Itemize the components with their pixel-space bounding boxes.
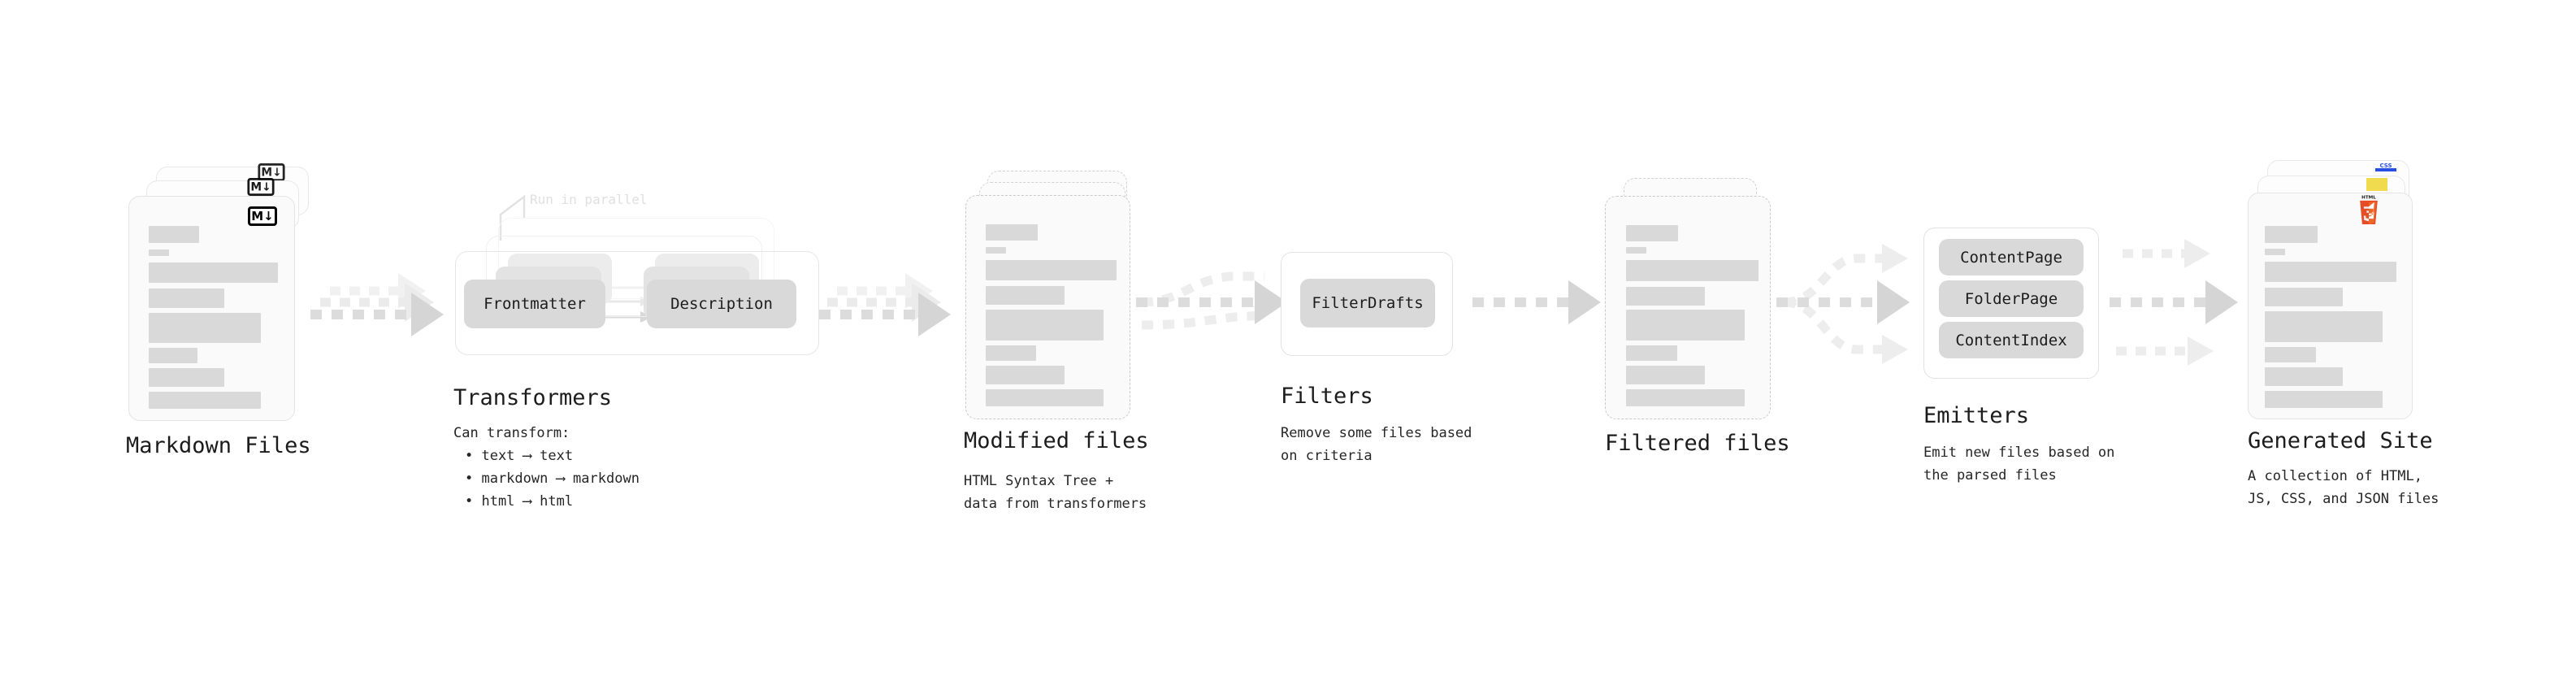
- transformers-ghost-box-2: [486, 236, 762, 317]
- filters-subtitle-line1: Remove some files based: [1281, 425, 1472, 441]
- run-in-parallel-label: Run in parallel: [530, 192, 648, 207]
- generated-site-subtitle-line2: JS, CSS, and JSON files: [2248, 491, 2439, 507]
- doc-bar: [1626, 389, 1745, 406]
- doc-bar: [986, 310, 1104, 340]
- generated-site-subtitle-line1: A collection of HTML,: [2248, 468, 2422, 484]
- doc-bar: [2265, 311, 2383, 342]
- doc-bar: [149, 368, 224, 387]
- doc-bar: [1626, 310, 1745, 340]
- emitters-subtitle-line1: Emit new files based on: [1923, 445, 2115, 461]
- doc-bar: [1626, 345, 1677, 361]
- doc-bar: [986, 224, 1038, 241]
- doc-bar: [149, 313, 261, 343]
- doc-bar: [2265, 391, 2383, 408]
- filters-subtitle-line2: on criteria: [1281, 448, 1373, 464]
- doc-bar: [149, 348, 197, 363]
- emitter-chip-contentpage[interactable]: ContentPage: [1939, 239, 2084, 275]
- emitter-chip-contentindex[interactable]: ContentIndex: [1939, 322, 2084, 358]
- transformers-bullet-2: • markdown ⟶ markdown: [465, 471, 640, 487]
- doc-bar: [986, 345, 1036, 361]
- arrow-transformers-to-modified: [819, 273, 951, 336]
- arrow-markdown-to-transformers: [310, 273, 444, 336]
- markdown-document-card: [128, 196, 295, 421]
- doc-bar: [1626, 225, 1678, 241]
- doc-bar: [2265, 367, 2343, 386]
- filtered-document-card: [1605, 196, 1771, 419]
- doc-bar: [149, 226, 199, 243]
- doc-bar: [986, 260, 1117, 280]
- modified-files-subtitle-line1: HTML Syntax Tree +: [964, 473, 1114, 489]
- doc-bar: [1626, 287, 1705, 306]
- transformers-subtitle: Can transform:: [453, 425, 570, 441]
- doc-bar: [1626, 260, 1759, 281]
- stage-title-markdown-files: Markdown Files: [126, 433, 311, 458]
- doc-bar: [1626, 247, 1646, 254]
- emitters-subtitle-line2: the parsed files: [1923, 467, 2057, 484]
- doc-bar: [149, 392, 261, 409]
- stage-title-emitters: Emitters: [1923, 403, 2030, 428]
- html5-icon: HTML: [2360, 196, 2378, 224]
- arrow-filters-to-filtered: [1472, 280, 1601, 324]
- modified-files-subtitle-line2: data from transformers: [964, 496, 1147, 512]
- stage-title-transformers: Transformers: [453, 385, 613, 410]
- filter-chip-filterdrafts[interactable]: FilterDrafts: [1300, 279, 1435, 327]
- transformers-ghost-box-1: [498, 218, 774, 299]
- doc-bar: [2265, 262, 2396, 282]
- transformer-chip-description[interactable]: Description: [647, 280, 796, 328]
- doc-bar: [149, 249, 169, 256]
- doc-bar: [149, 262, 278, 283]
- doc-bar: [986, 247, 1006, 254]
- site-document-card: [2248, 193, 2413, 419]
- doc-bar: [2265, 249, 2285, 255]
- doc-bar: [986, 286, 1065, 305]
- doc-bar: [2265, 226, 2318, 243]
- doc-bar: [2265, 288, 2343, 306]
- stage-title-modified-files: Modified files: [964, 428, 1149, 453]
- markdown-icon: M↓: [247, 177, 275, 197]
- arrow-emitters-to-site: [2110, 239, 2238, 366]
- stage-title-filtered-files: Filtered files: [1605, 431, 1790, 456]
- doc-bar: [986, 389, 1104, 406]
- javascript-icon: [2366, 178, 2387, 191]
- transformer-chip-frontmatter[interactable]: Frontmatter: [464, 280, 605, 328]
- transformers-bullet-3: • html ⟶ html: [465, 493, 574, 510]
- modified-document-card: [965, 195, 1130, 419]
- stage-title-generated-site: Generated Site: [2248, 428, 2433, 453]
- css3-icon: CSS: [2375, 163, 2396, 171]
- emitter-chip-folderpage[interactable]: FolderPage: [1939, 280, 2084, 317]
- doc-bar: [1626, 366, 1705, 384]
- doc-bar: [2265, 347, 2316, 362]
- svg-text:HTML: HTML: [2361, 196, 2376, 201]
- markdown-icon: M↓: [248, 206, 277, 226]
- stage-title-filters: Filters: [1281, 384, 1373, 409]
- transformers-bullet-1: • text ⟶ text: [465, 448, 574, 464]
- doc-bar: [149, 288, 224, 308]
- arrow-modified-to-filters: [1136, 271, 1287, 330]
- arrow-filtered-to-emitters: [1776, 244, 1910, 364]
- transformers-group-box: [455, 251, 819, 355]
- doc-bar: [986, 366, 1065, 384]
